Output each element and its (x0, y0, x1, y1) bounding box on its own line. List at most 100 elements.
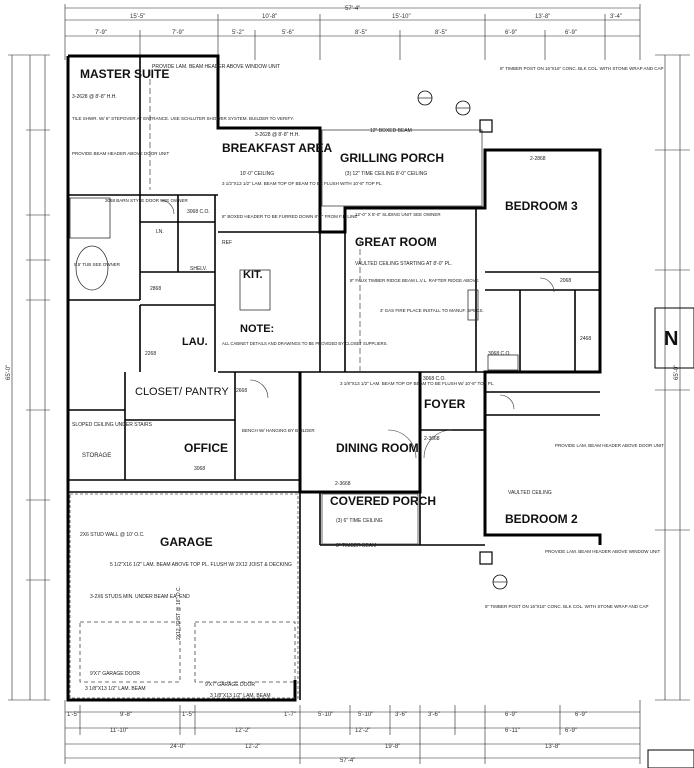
door-tag-4: 2868 (150, 286, 161, 292)
note-great-ceiling: VAULTED CEILING STARTING AT 8'-0" PL. (355, 261, 452, 267)
dim-bot3-1: 1'-5" (67, 712, 79, 718)
dim-bot2-2: 12'-2" (235, 728, 250, 734)
door-tag-5: 2468 (580, 336, 591, 342)
room-breakfast: BREAKFAST AREA (222, 141, 333, 155)
bottom-dimensions (64, 700, 641, 764)
note-grilling-beam: 12" BOXED BEAM (370, 128, 412, 134)
room-dining: DINING ROOM (336, 441, 419, 455)
note-shelv: SHELV. (190, 266, 207, 272)
shower-fixture (69, 197, 111, 239)
room-bedroom-2: BEDROOM 2 (505, 512, 578, 526)
dim-bot3-3: 1'-5" (182, 712, 194, 718)
section-marker-2 (455, 100, 471, 116)
room-master-suite-label: MASTER SUITE (80, 67, 169, 81)
dim-bot2-3: 12'-2" (355, 728, 370, 734)
room-kitchen: KIT. (243, 269, 263, 281)
door-tag-6: 2068 (560, 278, 571, 284)
room-closet-pantry-label: CLOSET/ PANTRY (135, 386, 229, 398)
note-vaulted: VAULTED CEILING (508, 490, 552, 496)
note-garage-door-left: 9'X7' GARAGE DOOR (90, 671, 140, 677)
dim-top2-2: 7'-9" (172, 30, 184, 36)
room-grilling-porch: GRILLING PORCH (340, 151, 444, 165)
dim-overall-bottom: 57'-4" (340, 758, 355, 764)
door-swings (159, 199, 555, 459)
room-office: OFFICE (184, 441, 228, 455)
room-closet-pantry: CLOSET/ PANTRY (135, 386, 229, 398)
note-bench: BENCH W/ HANGING BY BUILDER (242, 428, 315, 433)
dim-top2-8: 6'-9" (565, 30, 577, 36)
room-storage: STORAGE (82, 453, 111, 459)
note-garage-door-right: 9'X7' GARAGE DOOR (205, 682, 255, 688)
note-grilling-ceiling: (3) 12" TIME CEILING 8'-0" CEILING (345, 171, 427, 177)
note-breakfast-ceiling2: 10'-0" CEILING (240, 171, 274, 177)
note-foyer-co: 3068 C.O. (488, 351, 511, 357)
dim-top-3: 15'-10" (392, 14, 411, 20)
room-garage: GARAGE (160, 535, 213, 549)
note-bedroom2-window: PROVIDE LAM. BEAM HEADER ABOVE WINDOW UN… (545, 549, 661, 554)
dim-bot2-4: 6'-11" (505, 728, 520, 734)
section-marker-3 (492, 574, 508, 590)
dim-top-1: 15'-5" (130, 14, 145, 20)
dim-bot3-2: 9'-8" (120, 712, 132, 718)
room-master-suite: MASTER SUITE (80, 67, 169, 81)
north-indicator-top (654, 307, 694, 369)
dim-top2-4: 5'-6" (282, 30, 294, 36)
room-foyer: FOYER (424, 397, 466, 411)
bath3-tub (487, 354, 519, 371)
note-dining-beam: 3 1/8"X13 1/2" LAM. BEAM TOP OF BEAM TO … (340, 381, 495, 386)
top-dimensions (64, 4, 641, 60)
note-timber-beam: 8" TIMBER BEAM (336, 543, 376, 549)
note-shower-door: 3068 BARN STYLE DOOR SEE OWNER (105, 198, 189, 203)
note-garage-beam-left: 3 1/8"X13 1/2" LAM. BEAM (85, 686, 146, 692)
note-great-slider: 12'-0" X 8'-0" SLIDING UNIT SEE OWNER (355, 212, 441, 217)
dim-top2-5: 8'-5" (355, 30, 367, 36)
dim-bot3-7: 3'-6" (395, 712, 407, 718)
note-foyer-door: 2-3668 (424, 436, 440, 442)
note-cabinet: ALL CABINET DETAILS AND DRAWINGS TO BE P… (222, 341, 388, 346)
timber-post-top (479, 119, 493, 133)
note-closet-door: 3068 C.O. (187, 209, 210, 215)
dim-bot3-4: 1'-7" (284, 712, 296, 718)
dim-overall-top: 57'-4" (345, 6, 360, 12)
dim-top2-6: 8'-5" (435, 30, 447, 36)
dim-top-2: 10'-8" (262, 14, 277, 20)
note-breakfast-beam: 3 1/2"X13 1/2" LAM. BEAM TOP OF BEAM TO … (222, 181, 383, 186)
fireplace-fixture (467, 289, 479, 321)
note-ref: REF (222, 240, 232, 246)
note-master-beam: PROVIDE LAM. BEAM HEADER ABOVE WINDOW UN… (152, 64, 280, 70)
dim-bot-3: 19'-8" (385, 744, 400, 750)
door-tag-3: 2268 (145, 351, 156, 357)
kitchen-island (239, 269, 271, 311)
note-master-ceiling: 3-2628 @ 8'-8" H.H. (72, 94, 117, 100)
door-tag-8: 3068 C.O. (423, 376, 446, 382)
garage-door-right (194, 621, 296, 683)
dim-bot3-6: 5'-10" (358, 712, 373, 718)
dim-bot3-10: 6'-9" (575, 712, 587, 718)
note-master-beam2: PROVIDE BEAM HEADER ABOVE DOOR UNIT (72, 151, 170, 156)
dim-bot-4: 13'-8" (545, 744, 560, 750)
note-joist: 2X12 JOIST @ 16" O.C. (176, 586, 182, 640)
note-timber-post-top: 8" TIMBER POST ON 16"X16" CONC. BLK COL.… (500, 66, 664, 71)
section-marker-1 (417, 90, 433, 106)
room-laundry: LAU. (182, 336, 208, 348)
room-covered-porch: COVERED PORCH (330, 494, 436, 508)
dim-bot3-8: 3'-6" (428, 712, 440, 718)
note-breakfast-ceiling: 3-2628 @ 8'-8" H.H. (255, 132, 300, 138)
note-timber-post-bottom: 8" TIMBER POST ON 16"X16" CONC. BLK COL.… (485, 604, 649, 609)
note-bedroom2-beam: PROVIDE LAM. BEAM HEADER ABOVE DOOR UNIT (555, 443, 664, 448)
garage-slab (69, 493, 299, 699)
door-tag-2: 2668 (236, 388, 247, 394)
note-linen: LN. (156, 229, 164, 235)
dim-left-total: 65'-0" (6, 365, 12, 380)
note-master-tile: TILE SHWR. W/ 6" STEPOVER AT ENTRANCE. U… (72, 116, 294, 121)
dim-top-5: 3'-4" (610, 14, 622, 20)
room-great-room: GREAT ROOM (355, 235, 437, 249)
note-garage-beam: 5 1/2"X16 1/2" LAM. BEAM ABOVE TOP PL. F… (110, 562, 292, 568)
note-covered-ceiling: (3) 6" TIME CEILING (336, 518, 383, 524)
note-great-beam: 8" FAUX TIMBER RIDGE BEAM L.V.L. RAFTER … (350, 278, 479, 283)
note-heading: NOTE: (240, 323, 274, 335)
dim-top2-3: 5'-2" (232, 30, 244, 36)
note-tub: 5.5' TUB SEE OWNER (74, 262, 121, 267)
dim-bot2-1: 11'-10" (110, 728, 128, 734)
